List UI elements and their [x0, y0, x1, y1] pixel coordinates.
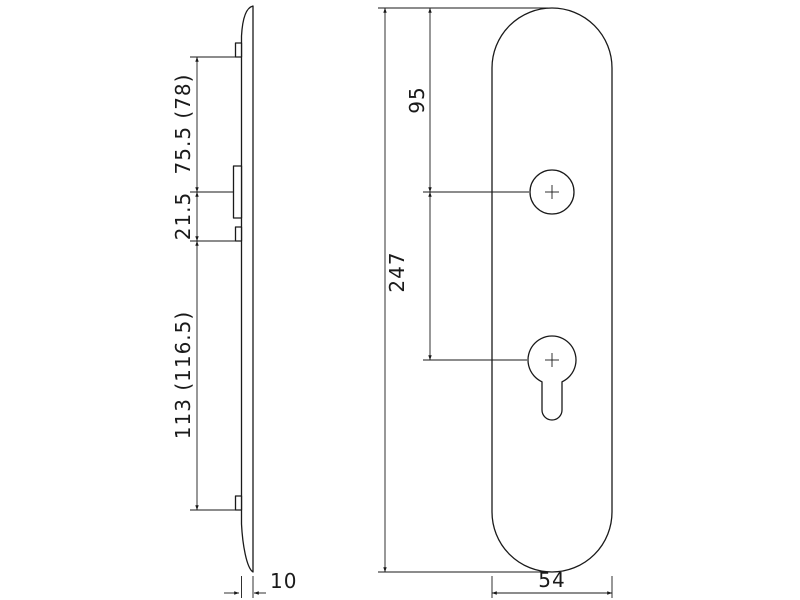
dim-label-top-to-handle: 95	[405, 86, 429, 113]
side-view	[232, 5, 254, 573]
front-plate-outline	[491, 7, 613, 573]
side-view-outline	[240, 5, 254, 573]
cylinder-keyhole	[527, 335, 577, 421]
dim-label-overall-height: 247	[385, 251, 409, 292]
side-view-top-fixing-lug	[234, 42, 243, 58]
dim-label-thickness: 10	[270, 569, 297, 593]
side-view-bottom-fixing-lug	[234, 495, 243, 511]
dim-label-width: 54	[538, 568, 565, 592]
dim-label-mid-section: 21.5	[171, 192, 195, 241]
side-view-handle-boss	[232, 165, 243, 219]
handle-hole-center-mark	[545, 185, 559, 199]
dim-label-top-section: 75.5 (78)	[171, 74, 195, 175]
side-view-mid-fixing-lug	[234, 226, 243, 242]
front-view	[491, 7, 613, 573]
cylinder-center-mark	[545, 353, 559, 367]
dim-label-bottom-section: 113 (116.5)	[171, 311, 195, 439]
dimension-lines	[195, 7, 613, 595]
dimension-labels: 75.5 (78) 21.5 113 (116.5) 10 95 247 54	[171, 74, 565, 593]
